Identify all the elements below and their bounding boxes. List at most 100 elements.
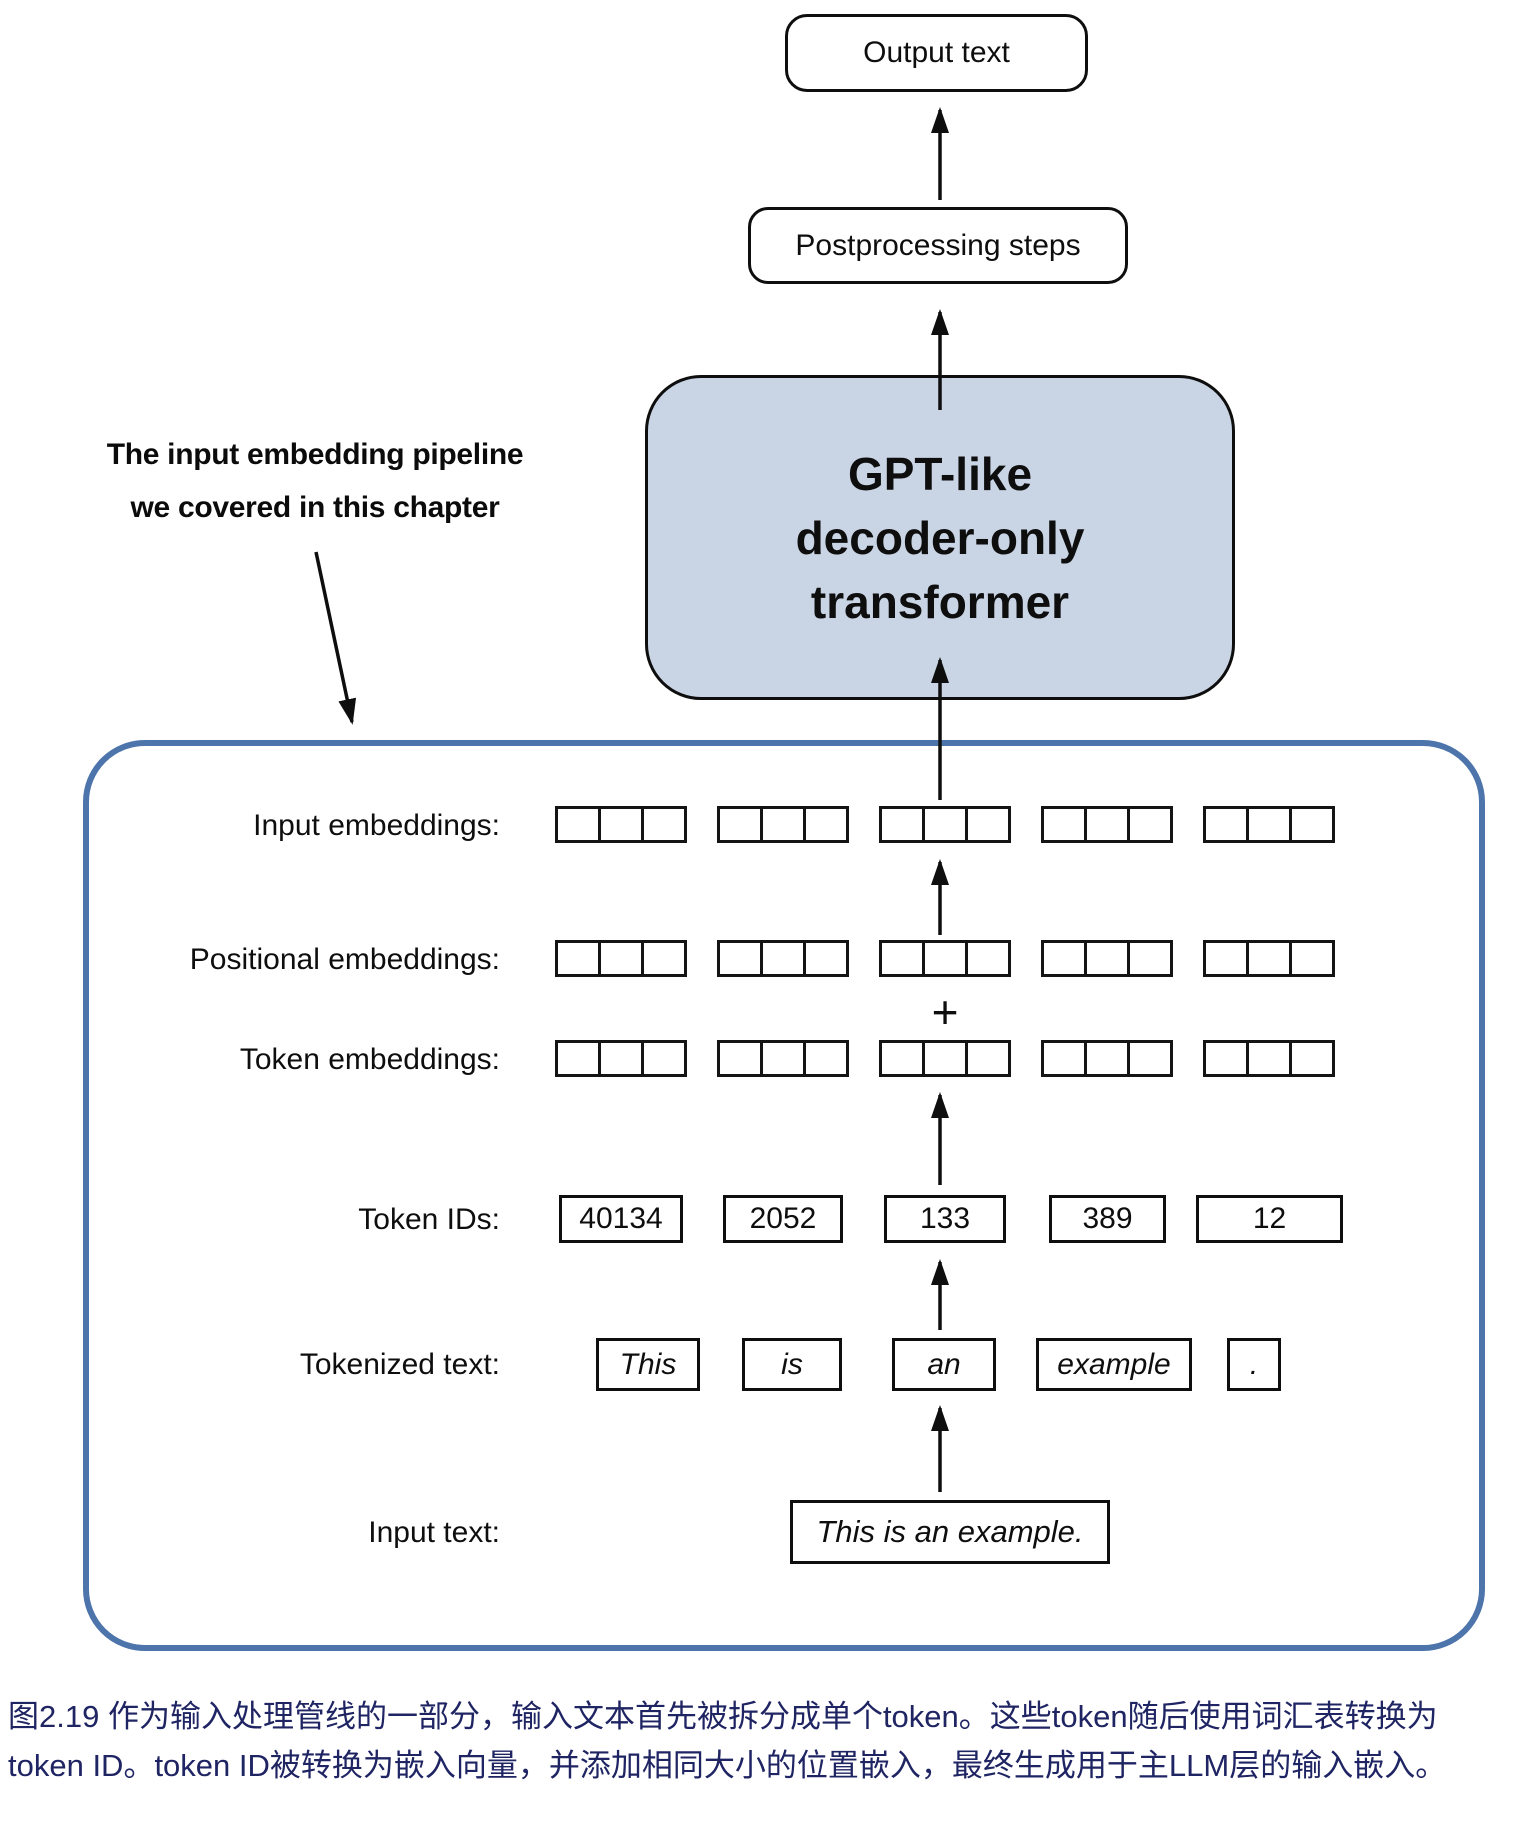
embedding-vector	[879, 940, 1011, 977]
output-text-box: Output text	[785, 14, 1088, 92]
embedding-cell	[965, 806, 1011, 843]
embedding-cell	[965, 1040, 1011, 1077]
embedding-cell	[598, 806, 644, 843]
embedding-cell	[1041, 1040, 1087, 1077]
embedding-cell	[1203, 940, 1249, 977]
embedding-vector	[717, 806, 849, 843]
embedding-vector	[879, 1040, 1011, 1077]
embedding-cell	[1289, 940, 1335, 977]
embedding-cell	[555, 940, 601, 977]
embedding-cell	[717, 806, 763, 843]
embedding-cell	[1203, 1040, 1249, 1077]
token-box: .	[1227, 1338, 1281, 1391]
embedding-vector	[555, 1040, 687, 1077]
embedding-cell	[598, 1040, 644, 1077]
token-value: an	[927, 1347, 961, 1381]
output-text-label: Output text	[863, 36, 1010, 69]
embedding-cell	[879, 806, 925, 843]
annotation-line2: we covered in this chapter	[130, 491, 500, 524]
embedding-cell	[965, 940, 1011, 977]
token-id-box: 389	[1049, 1195, 1166, 1243]
token-box: This	[596, 1338, 700, 1391]
token-box: example	[1036, 1338, 1192, 1391]
token-id-box: 133	[884, 1195, 1006, 1243]
embedding-cell	[879, 940, 925, 977]
embedding-cell	[1203, 806, 1249, 843]
embedding-vector	[555, 806, 687, 843]
embedding-cell	[1084, 940, 1130, 977]
embedding-vector	[555, 940, 687, 977]
embedding-cell	[922, 1040, 968, 1077]
embedding-cell	[1041, 806, 1087, 843]
embedding-cell	[760, 940, 806, 977]
embedding-cell	[1289, 806, 1335, 843]
embedding-cell	[803, 940, 849, 977]
embedding-cell	[1084, 1040, 1130, 1077]
token-box: an	[892, 1338, 996, 1391]
embedding-cell	[1084, 806, 1130, 843]
token-value: is	[781, 1347, 803, 1381]
transformer-box: GPT-like decoder-only transformer	[645, 375, 1235, 700]
embedding-cell	[1127, 940, 1173, 977]
positional-embeddings-label: Positional embeddings:	[189, 943, 500, 976]
postprocessing-steps-label: Postprocessing steps	[795, 228, 1081, 262]
embedding-vector	[1041, 940, 1173, 977]
embedding-cell	[717, 940, 763, 977]
token-id-value: 2052	[749, 1202, 817, 1235]
token-id-box: 40134	[559, 1195, 683, 1243]
postprocessing-steps-box: Postprocessing steps	[748, 207, 1128, 284]
embedding-cell	[803, 806, 849, 843]
embedding-vector	[1203, 940, 1335, 977]
token-box: is	[742, 1338, 842, 1391]
caption-line2: token ID。token ID被转换为嵌入向量，并添加相同大小的位置嵌入，最…	[8, 1748, 1447, 1783]
embedding-cell	[641, 940, 687, 977]
embedding-vector	[879, 806, 1011, 843]
embedding-cell	[555, 1040, 601, 1077]
embedding-cell	[922, 940, 968, 977]
transformer-label-line1: GPT-like	[847, 447, 1033, 500]
transformer-label-line3: transformer	[810, 575, 1070, 628]
transformer-label-line2: decoder-only	[795, 511, 1085, 564]
arrow-annotation-to-pipeline	[314, 551, 357, 725]
token-id-box: 12	[1196, 1195, 1343, 1243]
annotation-line1: The input embedding pipeline	[106, 438, 524, 471]
embedding-cell	[922, 806, 968, 843]
token-id-value: 389	[1082, 1202, 1133, 1235]
embedding-cell	[760, 806, 806, 843]
embedding-vector	[1041, 806, 1173, 843]
embedding-cell	[803, 1040, 849, 1077]
token-embeddings-label: Token embeddings:	[239, 1043, 500, 1076]
embedding-vector	[1041, 1040, 1173, 1077]
caption-line1: 图2.19 作为输入处理管线的一部分，输入文本首先被拆分成单个token。这些t…	[8, 1699, 1438, 1734]
input-embeddings-row	[555, 806, 1335, 843]
plus-operator: +	[931, 986, 959, 1038]
token-value: .	[1249, 1347, 1259, 1381]
figure-caption: 图2.19 作为输入处理管线的一部分，输入文本首先被拆分成单个token。这些t…	[8, 1692, 1508, 1790]
embedding-cell	[760, 1040, 806, 1077]
embedding-cell	[717, 1040, 763, 1077]
input-text-value: This is an example.	[816, 1514, 1084, 1549]
embedding-vector	[1203, 806, 1335, 843]
token-id-value: 133	[919, 1202, 971, 1235]
token-id-value: 12	[1252, 1202, 1287, 1235]
embedding-vector	[1203, 1040, 1335, 1077]
input-embeddings-label: Input embeddings:	[253, 809, 500, 842]
input-text-label: Input text:	[368, 1516, 500, 1549]
embedding-cell	[555, 806, 601, 843]
embedding-cell	[1127, 1040, 1173, 1077]
embedding-cell	[1127, 806, 1173, 843]
embedding-cell	[1246, 940, 1292, 977]
embedding-cell	[641, 1040, 687, 1077]
input-text-box: This is an example.	[790, 1500, 1110, 1564]
embedding-cell	[1246, 1040, 1292, 1077]
embedding-vector	[717, 1040, 849, 1077]
embedding-cell	[1246, 806, 1292, 843]
positional-embeddings-row	[555, 940, 1335, 977]
token-value: This	[619, 1347, 677, 1381]
embedding-cell	[879, 1040, 925, 1077]
embedding-cell	[1289, 1040, 1335, 1077]
token-embeddings-row	[555, 1040, 1335, 1077]
token-ids-label: Token IDs:	[358, 1203, 500, 1236]
embedding-cell	[1041, 940, 1087, 977]
tokenized-text-label: Tokenized text:	[299, 1348, 500, 1381]
